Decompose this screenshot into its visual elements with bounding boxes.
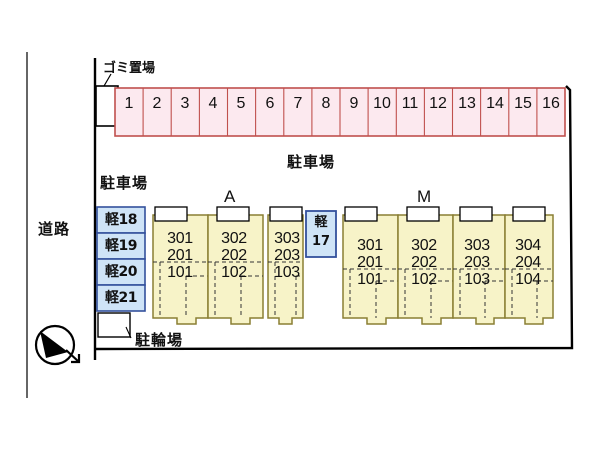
parking-center-label: 駐車場 bbox=[287, 153, 336, 171]
kei-stall-20[interactable]: 軽20 bbox=[105, 264, 137, 280]
room-a2-102[interactable]: 102 bbox=[221, 264, 247, 281]
room-m2-302[interactable]: 302 bbox=[411, 237, 437, 254]
room-a2-302[interactable]: 302 bbox=[221, 230, 247, 247]
room-m1-201[interactable]: 201 bbox=[357, 254, 383, 271]
room-a1-201[interactable]: 201 bbox=[167, 247, 193, 264]
building-m-unit-3 bbox=[452, 206, 506, 325]
room-a3-303[interactable]: 303 bbox=[274, 230, 300, 247]
room-m2-102[interactable]: 102 bbox=[411, 271, 437, 288]
building-a-unit-3 bbox=[267, 206, 304, 325]
site-boundary bbox=[93, 58, 574, 360]
room-m1-101[interactable]: 101 bbox=[357, 271, 383, 288]
room-a1-301[interactable]: 301 bbox=[167, 230, 193, 247]
room-m3-103[interactable]: 103 bbox=[464, 271, 490, 288]
parking-stall-16[interactable]: 16 bbox=[542, 95, 560, 112]
room-m3-203[interactable]: 203 bbox=[464, 254, 490, 271]
building-m-unit-1 bbox=[342, 206, 399, 325]
bicycle-parking-label: 駐輪場 bbox=[135, 331, 184, 349]
room-a3-103[interactable]: 103 bbox=[274, 264, 300, 281]
room-a1-101[interactable]: 101 bbox=[167, 264, 193, 281]
trash-area-label: ゴミ置場 bbox=[103, 61, 156, 76]
parking-stall-5[interactable]: 5 bbox=[236, 95, 246, 112]
room-m4-204[interactable]: 204 bbox=[515, 254, 541, 271]
parking-stall-9[interactable]: 9 bbox=[349, 95, 359, 112]
parking-stall-12[interactable]: 12 bbox=[429, 95, 447, 112]
kei-stall-17-number[interactable]: 17 bbox=[311, 234, 331, 249]
trash-enclosure bbox=[95, 73, 119, 127]
building-m-letter: M bbox=[417, 187, 432, 206]
parking-stall-10[interactable]: 10 bbox=[373, 95, 391, 112]
room-m1-301[interactable]: 301 bbox=[357, 237, 383, 254]
parking-stall-7[interactable]: 7 bbox=[293, 95, 303, 112]
building-a-letter: A bbox=[224, 187, 236, 206]
parking-stall-15[interactable]: 15 bbox=[514, 95, 532, 112]
parking-stall-14[interactable]: 14 bbox=[486, 95, 504, 112]
building-m-unit-2 bbox=[397, 206, 454, 325]
parking-stall-strip bbox=[114, 87, 566, 137]
parking-stall-2[interactable]: 2 bbox=[152, 95, 162, 112]
north-arrow-icon bbox=[34, 324, 81, 366]
kei-stall-18[interactable]: 軽18 bbox=[105, 212, 137, 228]
parking-stall-8[interactable]: 8 bbox=[321, 95, 331, 112]
room-m3-303[interactable]: 303 bbox=[464, 237, 490, 254]
building-m-unit-4 bbox=[504, 206, 554, 325]
kei-car-stall-column bbox=[96, 206, 146, 312]
kei-car-stall-17 bbox=[305, 210, 337, 258]
parking-stall-6[interactable]: 6 bbox=[265, 95, 275, 112]
bicycle-parking-box bbox=[97, 312, 132, 339]
parking-left-label: 駐車場 bbox=[100, 174, 149, 192]
kei-stall-21[interactable]: 軽21 bbox=[105, 290, 137, 306]
parking-stall-3[interactable]: 3 bbox=[180, 95, 190, 112]
road-label: 道路 bbox=[38, 220, 71, 238]
parking-stall-11[interactable]: 11 bbox=[401, 95, 419, 112]
room-m4-304[interactable]: 304 bbox=[515, 237, 541, 254]
room-a2-202[interactable]: 202 bbox=[221, 247, 247, 264]
room-m4-104[interactable]: 104 bbox=[515, 271, 541, 288]
room-m2-202[interactable]: 202 bbox=[411, 254, 437, 271]
parking-stall-13[interactable]: 13 bbox=[458, 95, 476, 112]
parking-stall-1[interactable]: 1 bbox=[124, 95, 134, 112]
building-a-unit-2 bbox=[207, 206, 264, 325]
building-m bbox=[342, 206, 554, 325]
kei-stall-17-kanji[interactable]: 軽 bbox=[314, 215, 328, 230]
building-a bbox=[152, 206, 304, 325]
kei-stall-19[interactable]: 軽19 bbox=[105, 238, 137, 254]
parking-stall-4[interactable]: 4 bbox=[208, 95, 218, 112]
room-a3-203[interactable]: 203 bbox=[274, 247, 300, 264]
